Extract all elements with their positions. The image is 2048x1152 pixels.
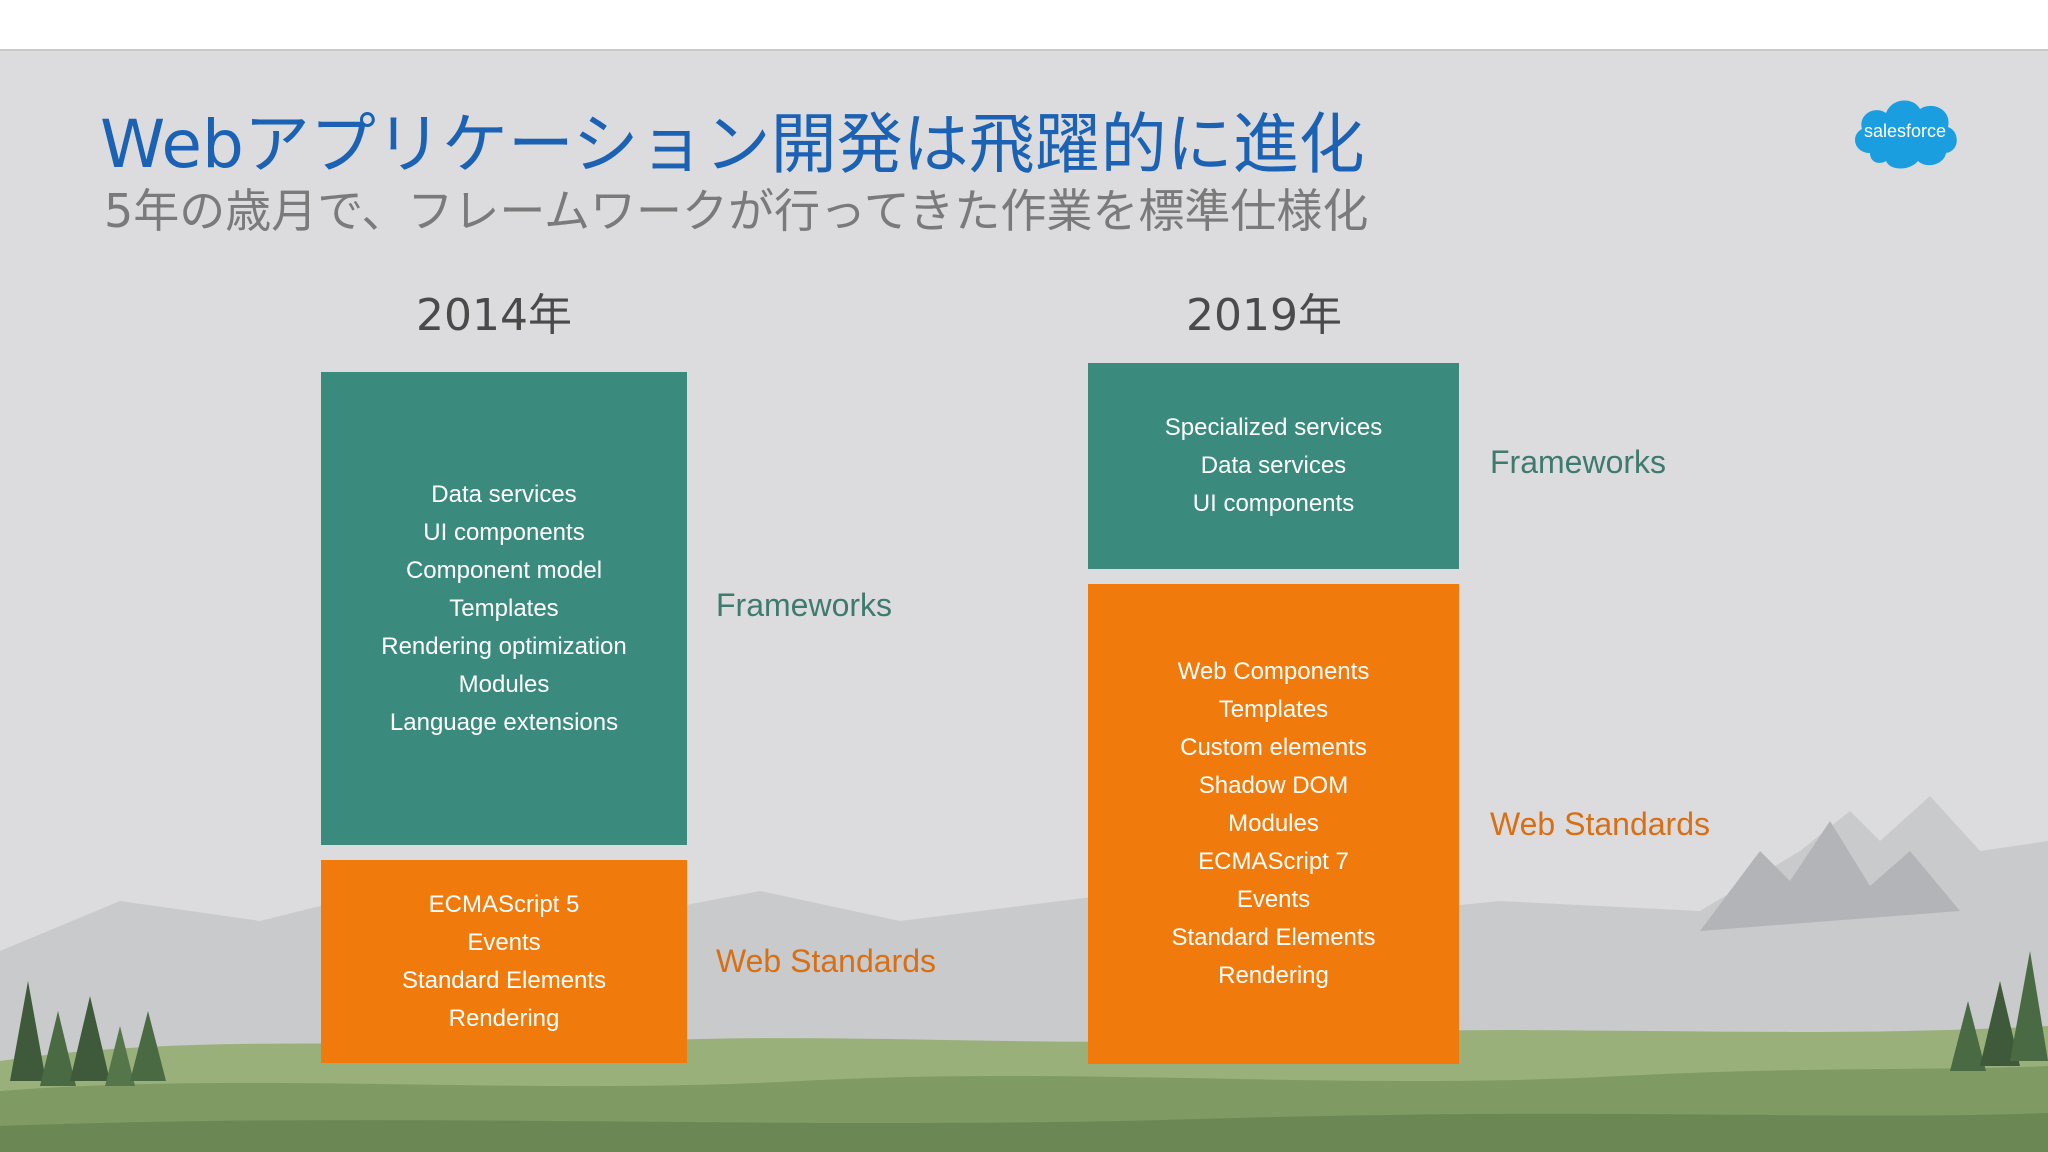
web-standards-label-2019: Web Standards bbox=[1490, 806, 1710, 842]
list-item: Modules bbox=[458, 670, 550, 698]
frameworks-box-2014: Data services UI components Component mo… bbox=[321, 372, 687, 845]
top-bar bbox=[0, 0, 2048, 51]
slide-title: Webアプリケーション開発は飛躍的に進化 bbox=[100, 106, 1365, 183]
list-item: Specialized services bbox=[1164, 414, 1383, 441]
list-item: Rendering bbox=[448, 1004, 560, 1032]
salesforce-logo: salesforce bbox=[1848, 91, 1962, 171]
frameworks-box-2019: Specialized services Data services UI co… bbox=[1088, 363, 1459, 569]
list-item: UI components bbox=[423, 518, 585, 546]
list-item: Custom elements bbox=[1180, 734, 1367, 761]
list-item: Rendering optimization bbox=[381, 632, 627, 660]
list-item: ECMAScript 7 bbox=[1198, 848, 1349, 875]
list-item: Data services bbox=[431, 480, 577, 508]
list-item: Shadow DOM bbox=[1198, 772, 1349, 799]
list-item: ECMAScript 5 bbox=[428, 890, 580, 918]
list-item: Web Components bbox=[1177, 658, 1370, 685]
web-standards-label-2014: Web Standards bbox=[716, 943, 936, 979]
list-item: Templates bbox=[449, 594, 559, 622]
list-item: Templates bbox=[1218, 696, 1329, 723]
cloud-logo-icon bbox=[1855, 100, 1957, 169]
year-2019-heading: 2019年 bbox=[1186, 290, 1342, 341]
web-standards-box-2019: Web Components Templates Custom elements… bbox=[1088, 584, 1459, 1064]
slide-subtitle: 5年の歳月で、フレームワークが行ってきた作業を標準仕様化 bbox=[104, 184, 1369, 238]
list-item: Modules bbox=[1228, 810, 1319, 837]
list-item: Standard Elements bbox=[401, 966, 607, 994]
list-item: Data services bbox=[1200, 452, 1347, 479]
list-item: Standard Elements bbox=[1171, 924, 1376, 951]
list-item: Component model bbox=[405, 556, 603, 584]
list-item: Events bbox=[1236, 886, 1311, 913]
frameworks-label-2019: Frameworks bbox=[1490, 444, 1667, 480]
year-2014-heading: 2014年 bbox=[416, 290, 572, 341]
list-item: Rendering bbox=[1218, 962, 1329, 989]
list-item: UI components bbox=[1192, 490, 1355, 517]
landscape-background bbox=[0, 796, 2048, 1152]
list-item: Events bbox=[467, 928, 541, 956]
logo-text: salesforce bbox=[1863, 120, 1947, 141]
slide: Webアプリケーション開発は飛躍的に進化 5年の歳月で、フレームワークが行ってき… bbox=[0, 51, 2048, 1152]
frameworks-label-2014: Frameworks bbox=[716, 587, 893, 623]
list-item: Language extensions bbox=[389, 708, 619, 736]
web-standards-box-2014: ECMAScript 5 Events Standard Elements Re… bbox=[321, 860, 687, 1063]
